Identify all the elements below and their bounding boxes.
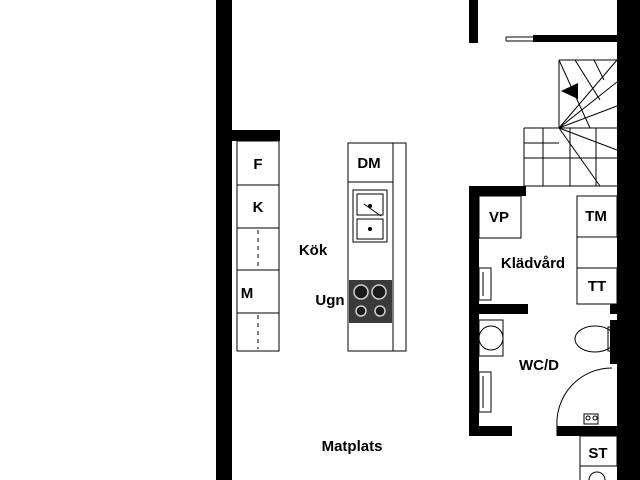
utility-fixtures: [478, 195, 618, 413]
wash-basin: [478, 319, 504, 357]
kitchen-tall-units: [236, 140, 280, 352]
wall-right-outer: [617, 0, 640, 480]
wall-kitchen-cabinet-top: [232, 130, 280, 141]
dishwasher-label: DM: [357, 155, 380, 172]
kitchen-room-label: Kök: [299, 242, 328, 259]
dining-room-label: Matplats: [322, 438, 383, 455]
wall-top-stub: [469, 0, 478, 43]
washer-label: TM: [585, 208, 607, 225]
laundry-counter: [478, 267, 492, 301]
water-heater-label: VP: [489, 209, 509, 226]
laundry-room-label: Klädvård: [501, 255, 565, 272]
dryer-label: TT: [588, 278, 606, 295]
bath-shelf: [478, 371, 492, 413]
bathroom-room-label: WC/D: [519, 357, 559, 374]
wall-laundry-divider-right: [610, 304, 620, 314]
wall-stair-top: [533, 35, 617, 42]
water-heater-box: [478, 195, 522, 239]
wall-utility-top: [469, 186, 526, 196]
wall-bath-bottom-right: [557, 426, 617, 436]
toilet-icon: [574, 325, 619, 353]
microwave-label: M: [241, 285, 254, 302]
wall-laundry-divider: [469, 304, 528, 314]
sink-icon: [352, 189, 388, 243]
window: [505, 36, 533, 42]
dryer-box: [576, 267, 618, 305]
hob-icon: [349, 280, 392, 323]
wall-bath-bottom-left: [469, 426, 512, 436]
wall-left-outer: [216, 0, 232, 480]
fridge-label: K: [253, 199, 264, 216]
walls: [216, 0, 640, 480]
kitchen-island: [347, 142, 407, 352]
storage-label: ST: [588, 445, 607, 462]
stair-direction-arrow-icon: [561, 83, 578, 99]
freezer-label: F: [253, 156, 262, 173]
shower-icon: [556, 367, 613, 436]
storage-unit: [579, 435, 618, 480]
oven-label: Ugn: [315, 292, 344, 309]
staircase: [523, 59, 618, 187]
